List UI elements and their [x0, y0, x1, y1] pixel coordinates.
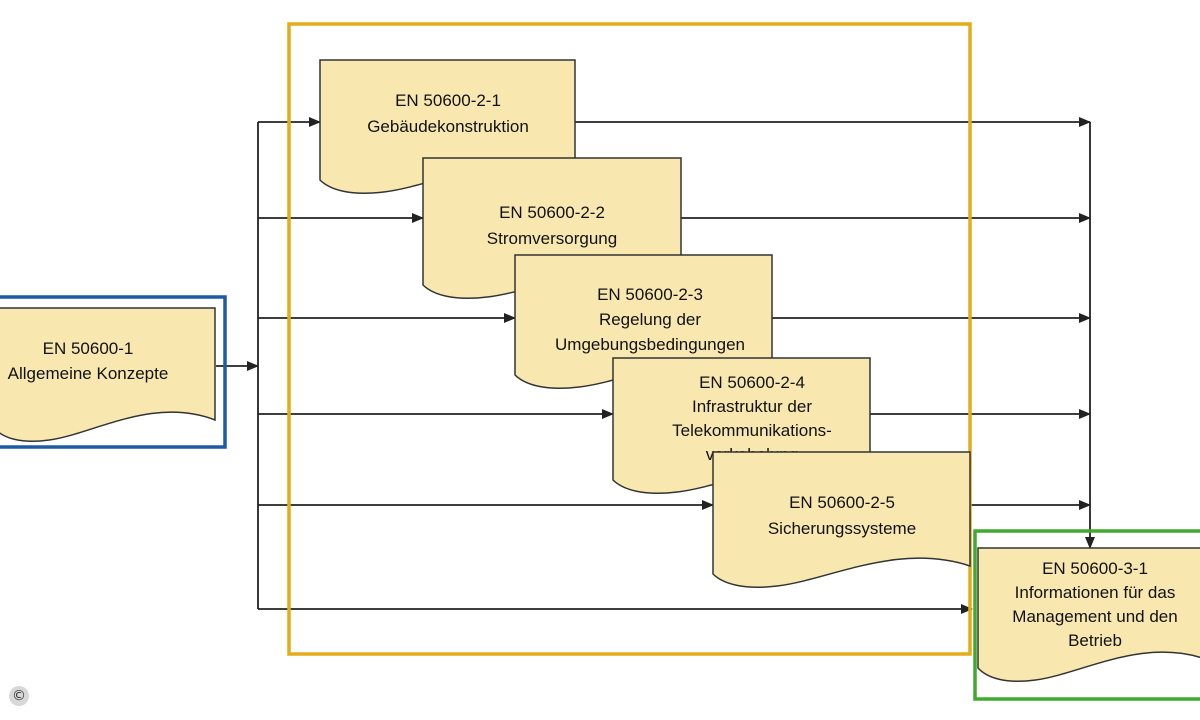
part-document-1-label: EN 50600-2-1 — [395, 91, 501, 110]
part-document-5-label: EN 50600-2-5 — [789, 493, 895, 512]
part-document-5-label: Sicherungssysteme — [768, 519, 916, 538]
target-document-label: Betrieb — [1068, 631, 1122, 650]
part-document-1-label: Gebäudekonstruktion — [367, 117, 529, 136]
target-group-frame — [973, 529, 1200, 701]
source-group-frame — [0, 295, 227, 449]
target-document-label: Informationen für das — [1015, 583, 1176, 602]
group-frames — [0, 22, 1200, 701]
part-document-5-shape — [712, 451, 971, 589]
part-document-4-label: Infrastruktur der — [692, 397, 812, 416]
part-document-3-label: EN 50600-2-3 — [597, 285, 703, 304]
target-document-label: Management und den — [1012, 607, 1177, 626]
part-document-3-label: Regelung der — [599, 310, 701, 329]
part-document-2-label: EN 50600-2-2 — [499, 203, 605, 222]
target-document-shape — [977, 547, 1200, 682]
part-document-3-label: Umgebungsbedingungen — [555, 335, 745, 354]
source-document-label: Allgemeine Konzepte — [8, 364, 169, 383]
source-document-label: EN 50600-1 — [43, 339, 134, 358]
part-document-4-label: EN 50600-2-4 — [699, 373, 805, 392]
connector-lines — [216, 117, 1095, 614]
target-document-label: EN 50600-3-1 — [1042, 559, 1148, 578]
source-document-shape — [0, 307, 216, 442]
part2-group-frame — [287, 22, 972, 656]
part-document-4-label: Telekommunikations- — [672, 421, 832, 440]
copyright-icon: © — [9, 686, 29, 706]
part-document-2-label: Stromversorgung — [487, 229, 617, 248]
